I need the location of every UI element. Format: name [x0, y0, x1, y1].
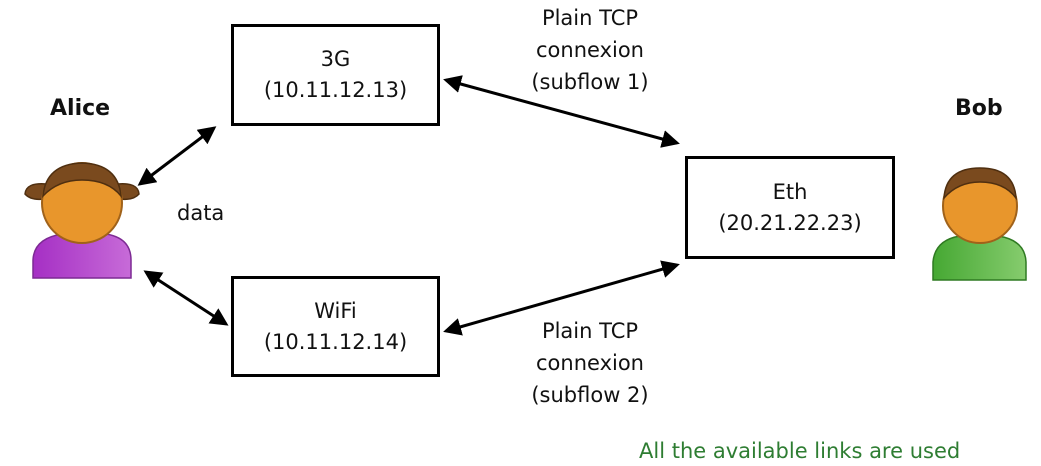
- bob-hair: [943, 167, 1017, 201]
- interface-eth-address: (20.21.22.23): [718, 210, 862, 235]
- bob-avatar-icon: [932, 167, 1027, 281]
- data-label: data: [177, 201, 225, 225]
- alice-avatar-icon: [24, 162, 140, 279]
- arrow-alice-to-wifi: [143, 270, 229, 326]
- arrow-alice-to-3g: [137, 126, 217, 186]
- subflow-1-line2: connexion: [536, 38, 644, 62]
- interface-wifi-name: WiFi: [314, 298, 357, 323]
- interface-eth-name: Eth: [772, 179, 808, 204]
- subflow-1-line1: Plain TCP: [541, 6, 639, 30]
- arrow-3g-to-eth: [443, 75, 680, 148]
- subflow-2-line2: connexion: [536, 351, 644, 375]
- alice-hair: [42, 162, 122, 199]
- interface-eth-box: Eth (20.21.22.23): [685, 156, 895, 259]
- interface-3g-name: 3G: [320, 47, 351, 71]
- subflow-1-caption: Plain TCP connexion (subflow 1): [500, 2, 680, 98]
- interface-3g-address: (10.11.12.13): [263, 78, 408, 102]
- interface-3g-box: 3G (10.11.12.13): [231, 24, 440, 126]
- subflow-2-line3: (subflow 2): [531, 383, 649, 407]
- subflow-1-line3: (subflow 1): [531, 70, 649, 94]
- subflow-2-caption: Plain TCP connexion (subflow 2): [500, 315, 680, 411]
- arrow-wifi-to-eth: [443, 260, 680, 336]
- footer-note: All the available links are used: [639, 439, 961, 463]
- bob-label: Bob: [955, 96, 1003, 121]
- interface-wifi-box: WiFi (10.11.12.14): [231, 276, 440, 377]
- interface-wifi-address: (10.11.12.14): [263, 329, 408, 354]
- alice-label: Alice: [50, 96, 111, 121]
- subflow-2-line1: Plain TCP: [541, 319, 639, 343]
